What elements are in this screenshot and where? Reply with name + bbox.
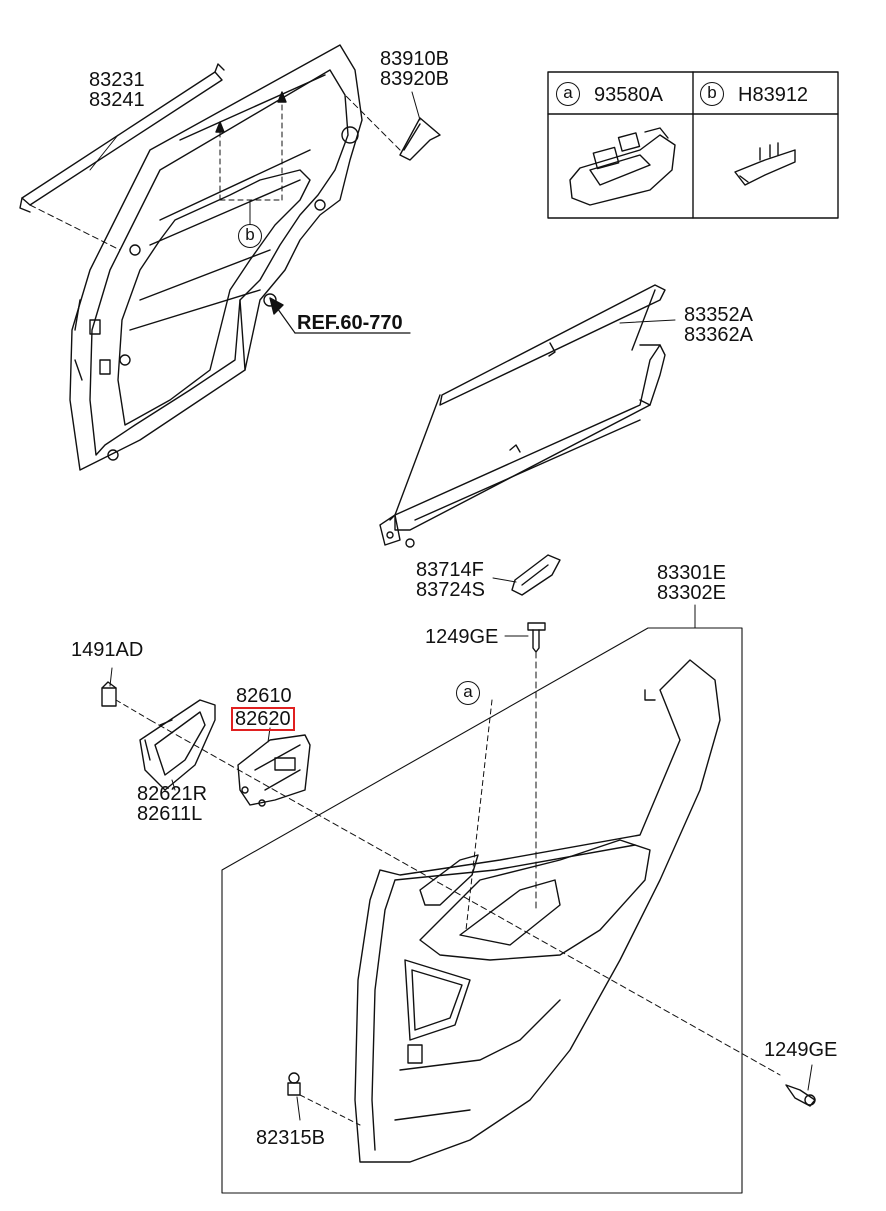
screw-bottom bbox=[785, 1084, 816, 1107]
part-label-82621r: 82621R 82611L bbox=[137, 784, 207, 824]
ref-text: REF.60-770 bbox=[297, 312, 403, 334]
door-belt-weatherstrip bbox=[19, 63, 225, 213]
door-trim-upper-panel bbox=[379, 284, 676, 548]
legend-table bbox=[547, 71, 839, 219]
part-number: 82610 bbox=[236, 685, 292, 707]
part-label-83910b: 83910B 83920B bbox=[380, 49, 449, 89]
legend-part-b: H83912 bbox=[738, 84, 809, 106]
screw-top bbox=[527, 622, 546, 653]
part-label-82315b: 82315B bbox=[256, 1128, 325, 1148]
part-label-1249ge-top: 1249GE bbox=[425, 627, 498, 647]
legend-part-a: 93580A bbox=[594, 84, 663, 106]
switch-bezel bbox=[511, 554, 561, 596]
part-label-82610: 82610 82620 bbox=[231, 685, 295, 731]
part-number: 83362A bbox=[684, 324, 753, 346]
legend-marker-b: b bbox=[700, 82, 724, 106]
part-number: 83352A bbox=[684, 304, 753, 326]
part-number: 82315B bbox=[256, 1127, 325, 1149]
part-label-1491ad: 1491AD bbox=[71, 640, 143, 660]
part-label-1249ge-bottom: 1249GE bbox=[764, 1040, 837, 1060]
part-label-83301e: 83301E 83302E bbox=[657, 563, 726, 603]
part-number: 82611L bbox=[137, 803, 203, 825]
part-label-83714f: 83714F 83724S bbox=[416, 560, 485, 600]
part-number: 83714F bbox=[416, 559, 484, 581]
part-number: 83231 bbox=[89, 69, 145, 91]
part-number: 1249GE bbox=[425, 626, 499, 648]
handle-bezel bbox=[139, 699, 216, 791]
clip-82315b bbox=[287, 1072, 301, 1096]
part-number: 1249GE bbox=[764, 1039, 838, 1061]
legend-marker-a: a bbox=[556, 82, 580, 106]
door-trim-panel bbox=[221, 627, 743, 1194]
ref-label: REF.60-770 bbox=[297, 313, 403, 333]
door-inner-panel bbox=[69, 44, 363, 471]
part-label-83231: 83231 83241 bbox=[89, 70, 145, 110]
inside-handle bbox=[237, 734, 311, 807]
part-number: 82621R bbox=[137, 783, 208, 805]
part-number: 83920B bbox=[380, 68, 449, 90]
callout-b: b bbox=[238, 224, 262, 248]
part-number: 83302E bbox=[657, 582, 726, 604]
part-number: 83910B bbox=[380, 48, 449, 70]
clip-1491ad bbox=[101, 681, 117, 707]
part-number: 83724S bbox=[416, 579, 485, 601]
part-number-highlighted: 82620 bbox=[231, 707, 295, 731]
part-number: 1491AD bbox=[71, 639, 144, 661]
part-number: 83301E bbox=[657, 562, 726, 584]
corner-garnish bbox=[399, 117, 441, 161]
part-number: 83241 bbox=[89, 89, 145, 111]
callout-a: a bbox=[456, 681, 480, 705]
part-label-83352a: 83352A 83362A bbox=[684, 305, 753, 345]
